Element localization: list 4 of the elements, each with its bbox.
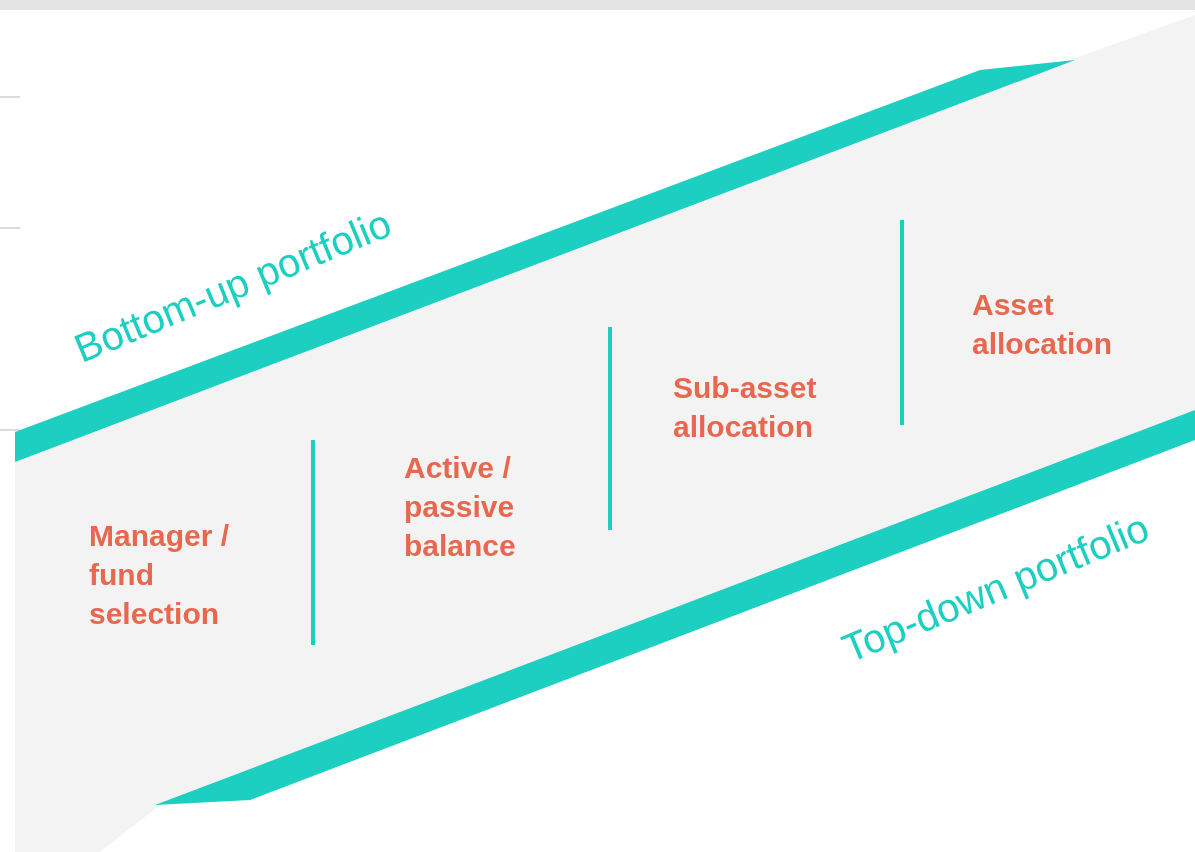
- stage-label: Manager / fund selection: [89, 518, 231, 632]
- stage-label: Asset allocation: [972, 287, 1114, 362]
- stage-label: Sub-asset allocation: [673, 370, 818, 445]
- stage-label: Active / passive balance: [404, 450, 517, 564]
